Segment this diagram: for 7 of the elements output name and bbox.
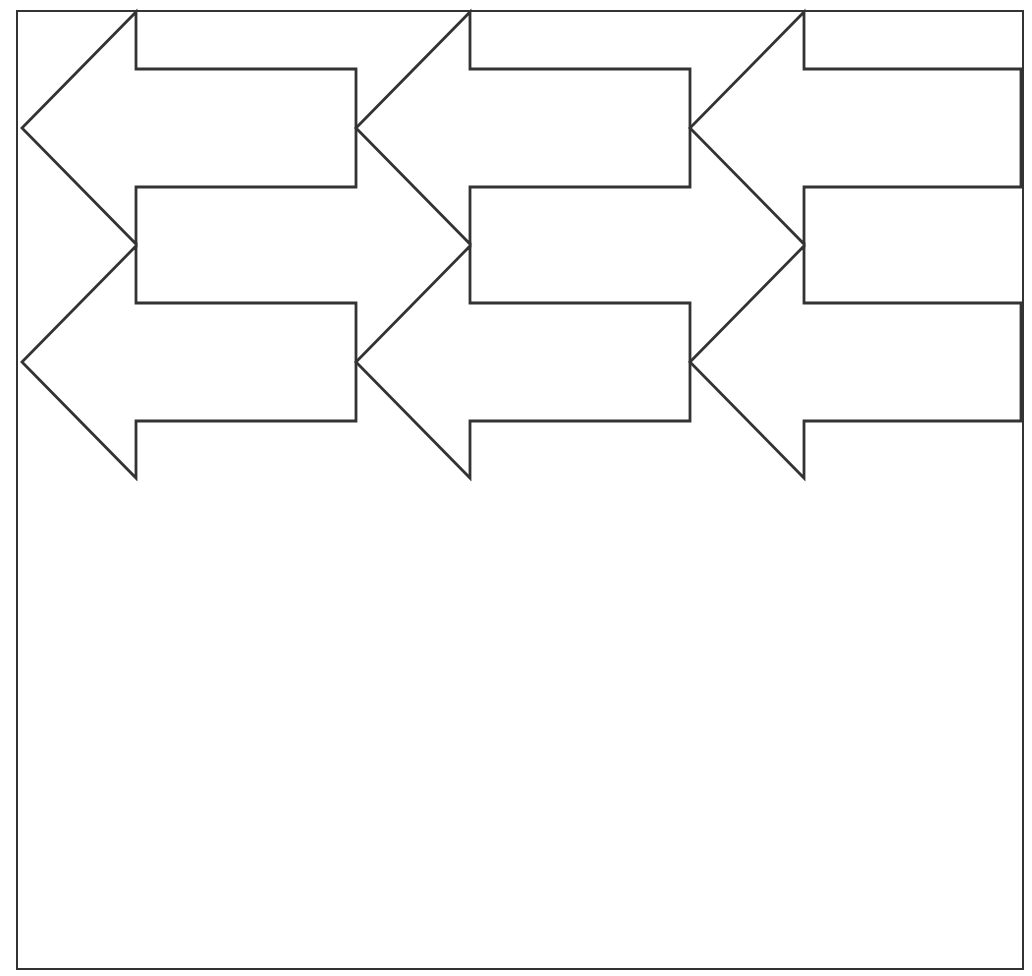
tessellation-tile xyxy=(19,243,358,480)
tessellation-tile xyxy=(19,9,358,246)
tessellation-tile xyxy=(353,243,692,480)
tessellation-tile xyxy=(687,243,1023,480)
tessellation-tile xyxy=(687,9,1023,246)
outer-frame xyxy=(16,10,1023,969)
tessellation-tile xyxy=(353,9,692,246)
